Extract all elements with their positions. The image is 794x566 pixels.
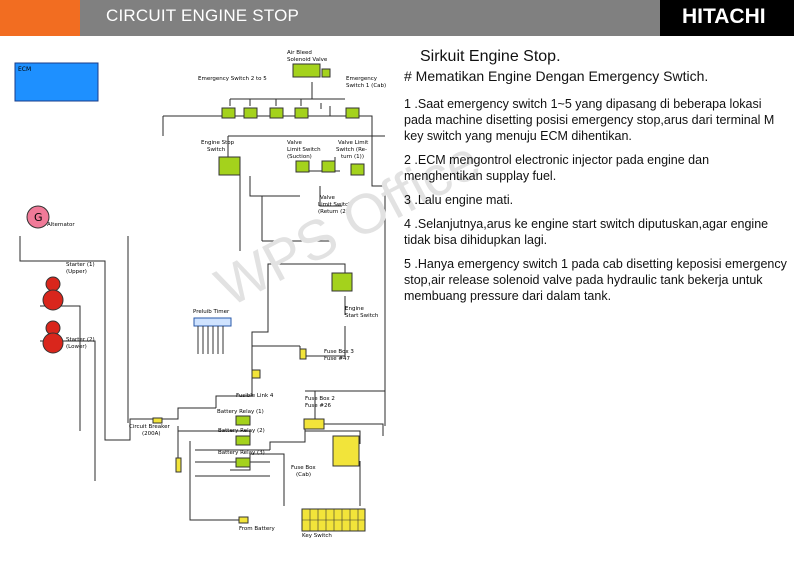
from-battery: From Battery — [238, 516, 275, 532]
description-step-3: 3 .Lalu engine mati. — [404, 193, 514, 207]
valve-limit-switch-suction: Valve Limit Switch (Suction) — [287, 140, 321, 173]
fuse-box-cab: Fuse Box (Cab) — [291, 435, 360, 478]
svg-text:Preluib Timer: Preluib Timer — [193, 309, 230, 315]
svg-text:Switch 1 (Cab): Switch 1 (Cab) — [346, 83, 386, 89]
svg-text:Fusible Link 4: Fusible Link 4 — [236, 393, 274, 399]
svg-text:Starter (1): Starter (1) — [66, 262, 95, 268]
svg-text:turn (1)): turn (1)) — [341, 154, 364, 160]
svg-text:Engine Stop: Engine Stop — [201, 140, 235, 146]
brand-name: HITACHI — [682, 5, 766, 28]
svg-text:(200A): (200A) — [142, 431, 161, 437]
circuit-breaker: Circuit Breaker (200A) — [129, 417, 182, 473]
page-title: CIRCUIT ENGINE STOP — [106, 6, 300, 25]
preheat-timer: Preluib Timer — [193, 309, 232, 354]
battery-relay-1: Battery Relay (1) — [217, 409, 264, 426]
svg-text:(Return (2)): (Return (2)) — [318, 209, 350, 215]
svg-text:Starter (2): Starter (2) — [66, 337, 95, 343]
ecm-box: ECM — [14, 62, 99, 102]
key-switch: Key Switch — [301, 508, 366, 539]
svg-text:Battery Relay (3): Battery Relay (3) — [218, 450, 265, 456]
svg-text:ECM: ECM — [18, 66, 31, 73]
emergency-switch-1-cab: Emergency Switch 1 (Cab) — [345, 76, 386, 119]
svg-text:Start Switch: Start Switch — [345, 313, 379, 319]
svg-text:Alternator: Alternator — [47, 222, 75, 228]
starter-upper: Starter (1) (Upper) — [42, 262, 95, 311]
svg-text:(Lower): (Lower) — [66, 344, 87, 350]
svg-text:Emergency: Emergency — [346, 76, 378, 82]
svg-text:Limit Switch: Limit Switch — [318, 202, 352, 208]
svg-text:Key Switch: Key Switch — [302, 533, 332, 539]
description-panel: Sirkuit Engine Stop. # Mematikan Engine … — [404, 48, 788, 312]
fuse-box-3: Fuse Box 3 Fuse #47 — [299, 348, 354, 362]
battery-relay-3: Battery Relay (3) — [218, 450, 265, 468]
svg-text:(Upper): (Upper) — [66, 269, 87, 275]
header-title-bar: CIRCUIT ENGINE STOP — [80, 0, 660, 36]
description-step-5: 5 .Hanya emergency switch 1 pada cab dis… — [404, 257, 787, 303]
svg-text:Valve Limit: Valve Limit — [338, 140, 369, 146]
svg-text:(Cab): (Cab) — [296, 472, 311, 478]
starter-lower: Starter (2) (Lower) — [42, 320, 95, 354]
emergency-switch-2-5-label: Emergency Switch 2 to 5 — [198, 76, 267, 82]
emergency-switches-2-5 — [221, 107, 309, 119]
description-subheading: # Mematikan Engine Dengan Emergency Swti… — [404, 68, 709, 84]
wires — [19, 82, 386, 521]
svg-text:G: G — [34, 211, 43, 224]
svg-text:Battery Relay (2): Battery Relay (2) — [218, 428, 265, 434]
svg-text:Engine: Engine — [345, 306, 364, 312]
svg-text:Valve: Valve — [287, 140, 302, 146]
svg-text:Solenoid Valve: Solenoid Valve — [287, 57, 328, 63]
brand-logo: HITACHI — [660, 0, 794, 36]
svg-text:Fuse Box: Fuse Box — [291, 465, 316, 471]
description-step-2: 2 .ECM mengontrol electronic injector pa… — [404, 153, 710, 183]
svg-text:Fuse #26: Fuse #26 — [305, 403, 331, 409]
svg-text:Switch: Switch — [207, 147, 226, 153]
svg-text:Fuse #47: Fuse #47 — [324, 356, 350, 362]
description-step-1: 1 .Saat emergency switch 1~5 yang dipasa… — [404, 97, 775, 143]
fuse-box-2: Fuse Box 2 Fuse #26 — [303, 396, 335, 430]
svg-text:Air Bleed: Air Bleed — [287, 50, 312, 56]
battery-relay-2: Battery Relay (2) — [218, 428, 265, 446]
header-accent-bar — [0, 0, 80, 36]
air-bleed-solenoid-valve: Air Bleed Solenoid Valve — [287, 50, 331, 78]
engine-stop-switch: Engine Stop Switch — [201, 140, 241, 176]
svg-text:Fuse Box 3: Fuse Box 3 — [324, 349, 354, 355]
svg-text:Circuit Breaker: Circuit Breaker — [129, 424, 170, 430]
description-heading: Sirkuit Engine Stop. — [420, 48, 561, 65]
svg-text:Switch (Re-: Switch (Re- — [336, 147, 367, 153]
svg-text:Battery Relay (1): Battery Relay (1) — [217, 409, 264, 415]
description-step-4: 4 .Selanjutnya,arus ke engine start swit… — [404, 217, 769, 247]
valve-limit-switch-return-1: Valve Limit Switch (Re- turn (1)) — [336, 140, 369, 176]
svg-text:Limit Switch: Limit Switch — [287, 147, 321, 153]
alternator: G Alternator — [26, 205, 75, 229]
fusible-link-4: Fusible Link 4 — [236, 369, 274, 399]
svg-text:Valve: Valve — [320, 195, 335, 201]
valve-limit-switch-return-2: Valve Limit Switch (Return (2)) — [318, 160, 352, 215]
circuit-diagram: ECM Air Bleed Solenoid Valve Emergency S… — [14, 50, 386, 539]
svg-text:From Battery: From Battery — [239, 526, 275, 532]
svg-text:Fuse Box 2: Fuse Box 2 — [305, 396, 335, 402]
engine-start-switch: Engine Start Switch — [331, 272, 379, 319]
svg-text:(Suction): (Suction) — [287, 154, 312, 160]
